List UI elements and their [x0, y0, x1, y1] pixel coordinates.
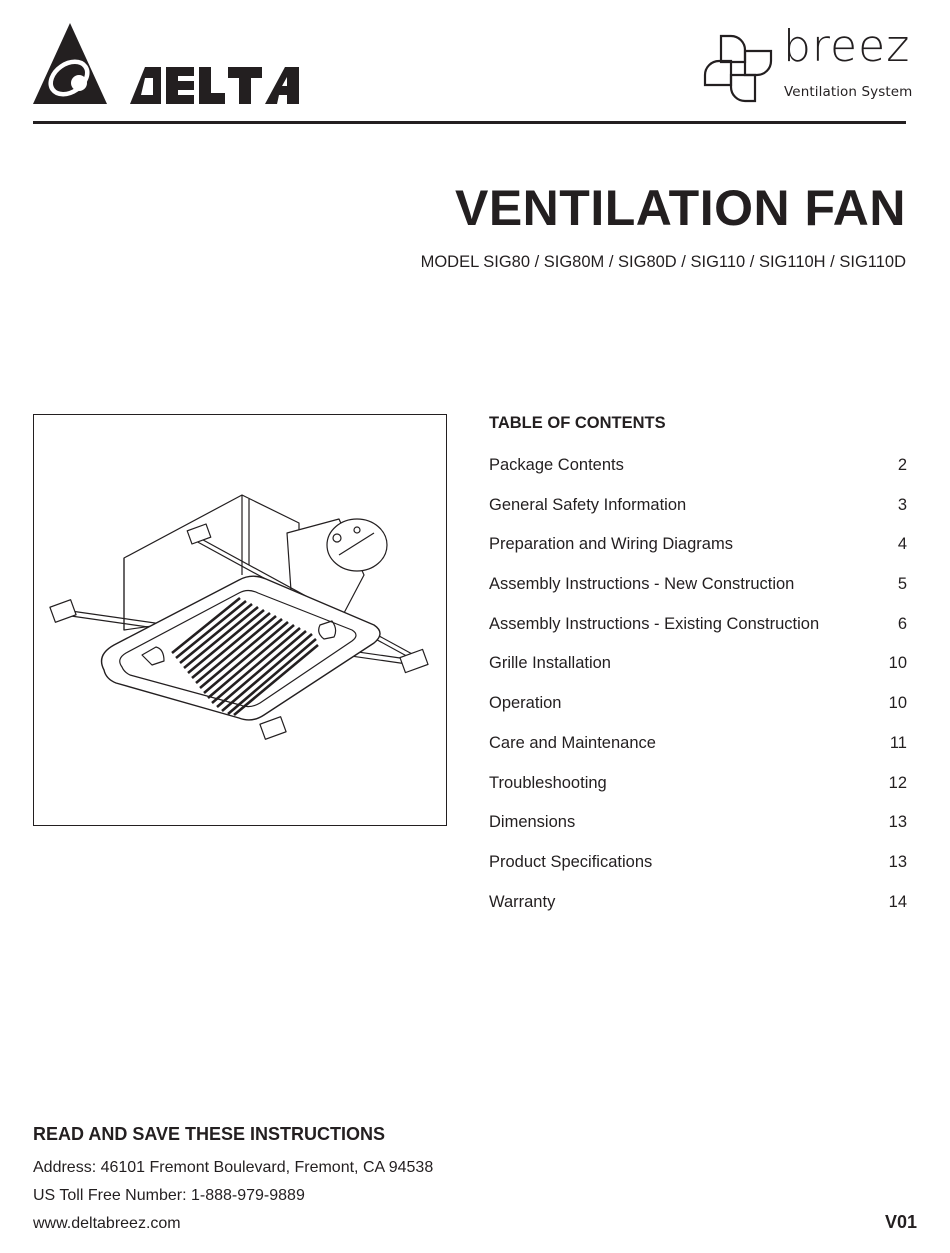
- toc-item[interactable]: Troubleshooting 12: [489, 773, 907, 813]
- toc-item-page: 13: [888, 813, 907, 832]
- breez-mark-icon: [703, 34, 773, 103]
- breez-logo: breez Ventilation System: [703, 25, 912, 105]
- toc-item-label: Assembly Instructions - New Construction: [489, 575, 795, 594]
- toc-item-page: 14: [888, 892, 907, 911]
- delta-triangle-icon: [33, 23, 299, 104]
- toc-item[interactable]: Assembly Instructions - New Construction…: [489, 574, 907, 614]
- toc-item[interactable]: Care and Maintenance 11: [489, 733, 907, 773]
- table-of-contents: TABLE OF CONTENTS Package Contents 2 Gene…: [489, 414, 907, 931]
- read-save-notice: READ AND SAVE THESE INSTRUCTIONS: [33, 1124, 386, 1144]
- breez-wordmark: breez: [783, 21, 911, 72]
- toc-item-page: 10: [888, 694, 907, 713]
- toll-free-number: US Toll Free Number: 1-888-979-9889: [33, 1187, 305, 1204]
- toc-item-page: 3: [897, 495, 907, 514]
- toc-item-page: 4: [897, 535, 907, 554]
- ventilation-fan-drawing-icon: [49, 494, 429, 740]
- product-illustration: [33, 414, 447, 826]
- model-numbers: MODEL SIG80 / SIG80M / SIG80D / SIG110 /…: [420, 253, 906, 271]
- toc-item[interactable]: Warranty 14: [489, 892, 907, 932]
- toc-item-label: Troubleshooting: [489, 773, 607, 792]
- document-title: VENTILATION FAN: [454, 180, 906, 236]
- toc-item-label: Operation: [489, 694, 562, 713]
- toc-item-page: 12: [888, 773, 907, 792]
- toc-item-page: 13: [888, 852, 907, 871]
- toc-item-page: 2: [897, 456, 907, 474]
- toc-item[interactable]: Operation 10: [489, 693, 907, 733]
- toc-item-label: Grille Installation: [489, 654, 611, 673]
- toc-item-page: 10: [888, 654, 907, 673]
- company-address: Address: 46101 Fremont Boulevard, Fremon…: [33, 1159, 434, 1176]
- toc-item[interactable]: Product Specifications 13: [489, 852, 907, 892]
- document-version: V01: [884, 1212, 917, 1232]
- toc-item-page: 5: [897, 575, 907, 594]
- toc-item-label: Package Contents: [489, 456, 624, 474]
- toc-item-label: Product Specifications: [489, 852, 653, 871]
- delta-logo: [33, 23, 301, 105]
- toc-item-label: Warranty: [489, 892, 556, 911]
- toc-item-label: Dimensions: [489, 813, 576, 832]
- website-link[interactable]: www.deltabreez.com: [33, 1215, 181, 1232]
- breez-tagline: Ventilation System: [784, 84, 913, 100]
- toc-item-page: 11: [889, 733, 907, 752]
- toc-item[interactable]: Package Contents 2: [489, 455, 907, 495]
- header-divider: [33, 121, 906, 124]
- toc-item-label: Assembly Instructions - Existing Constru…: [489, 614, 820, 633]
- toc-item[interactable]: Preparation and Wiring Diagrams 4: [489, 534, 907, 574]
- toc-item[interactable]: Grille Installation 10: [489, 653, 907, 693]
- toc-item-label: General Safety Information: [489, 495, 687, 514]
- toc-item-page: 6: [897, 614, 907, 633]
- toc-item[interactable]: Dimensions 13: [489, 812, 907, 852]
- toc-item-label: Preparation and Wiring Diagrams: [489, 535, 733, 554]
- toc-item[interactable]: General Safety Information 3: [489, 495, 907, 535]
- toc-item-label: Care and Maintenance: [489, 733, 656, 752]
- toc-item[interactable]: Assembly Instructions - Existing Constru…: [489, 614, 907, 654]
- toc-heading: TABLE OF CONTENTS: [489, 414, 666, 432]
